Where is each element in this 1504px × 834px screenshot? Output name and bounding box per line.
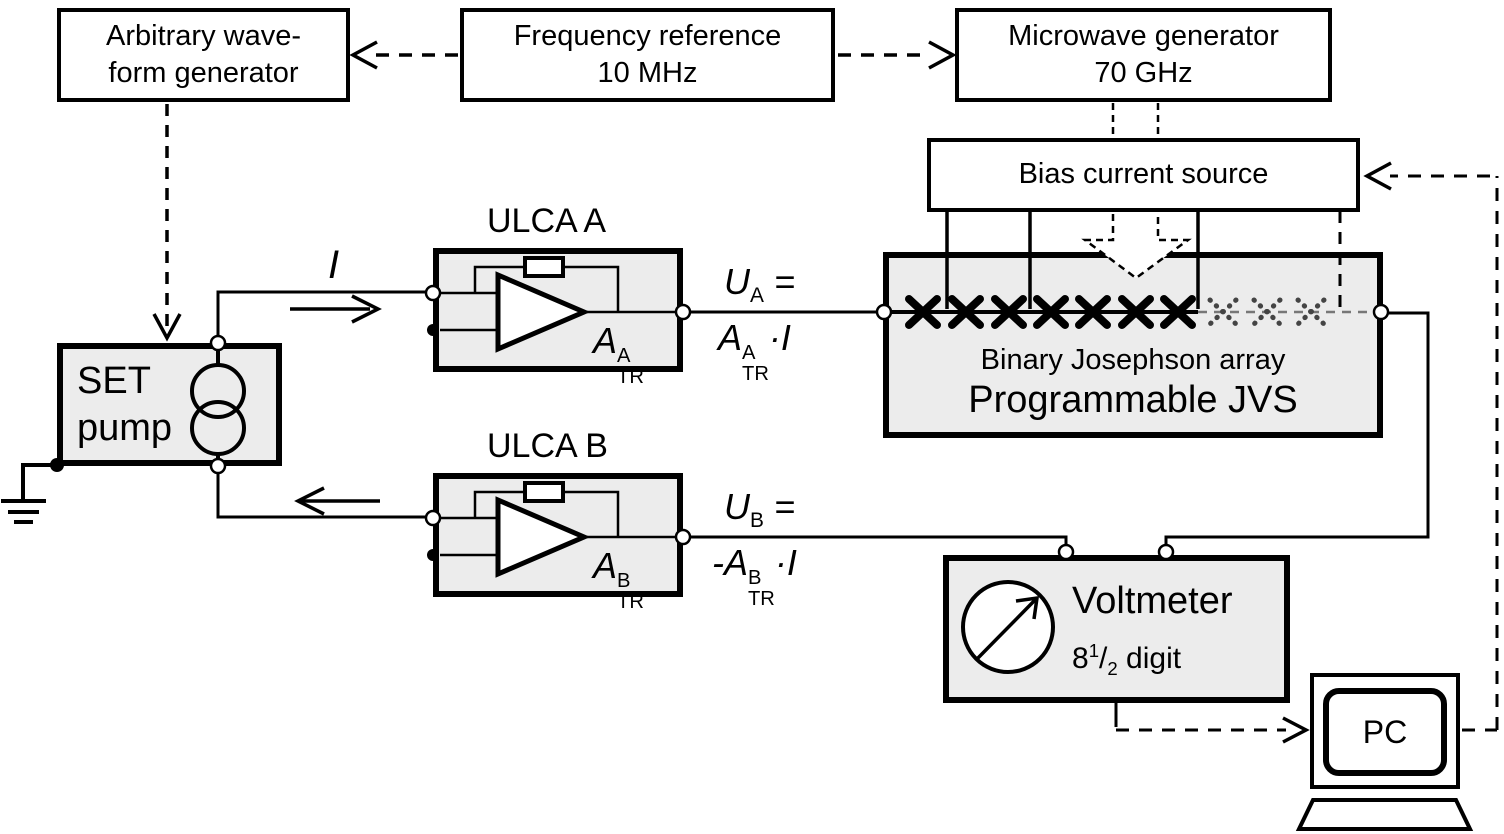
awg-to-setpump-dashed-arrow (152, 104, 182, 342)
jvs-label-line1: Binary Josephson array (980, 343, 1286, 376)
pc-keyboard-base (1295, 798, 1474, 831)
freq-ref-label-line1: Frequency reference (513, 19, 782, 52)
current-arrow-left (294, 486, 380, 516)
awg-label-line2: form generator (108, 57, 299, 89)
voltmeter-to-pc-dashed-arrow (1114, 703, 1310, 744)
voltmeter-title: Voltmeter (1072, 580, 1233, 622)
current-loop-bottom-wire (216, 471, 428, 519)
bias-label: Bias current source (1018, 158, 1269, 191)
microwave-generator-box: Microwave generator 70 GHz (955, 8, 1332, 102)
microwave-label-line2: 70 GHz (1094, 57, 1193, 89)
current-arrow-right (290, 294, 382, 324)
ulca-a-title: ULCA A (487, 202, 607, 240)
ulca-a-box (433, 248, 683, 372)
set-pump-label-line2: pump (77, 406, 173, 449)
jvs-label-line2: Programmable JVS (968, 379, 1298, 421)
josephson-array-box: Binary Josephson array Programmable JVS (883, 252, 1383, 438)
current-loop-top-wire (216, 290, 428, 338)
pc-screen: PC (1323, 688, 1447, 776)
arbitrary-waveform-generator-box: Arbitrary wave- form generator (57, 8, 350, 102)
microwave-label-line1: Microwave generator (1008, 19, 1279, 52)
voltmeter-digits-label: 81/2 digit (1072, 640, 1182, 679)
ua-equation-lhs: UA = (724, 261, 795, 308)
ulca-b-box (433, 473, 683, 597)
current-label: I (328, 243, 340, 287)
awg-label-line1: Arbitrary wave- (106, 19, 301, 52)
ground-icon (1, 458, 64, 524)
bias-current-source-box: Bias current source (927, 138, 1360, 212)
frequency-reference-box: Frequency reference 10 MHz (460, 8, 835, 102)
ulca-b-title: ULCA B (487, 427, 608, 465)
pc-to-bias-feedback-dashed (1363, 161, 1499, 732)
freq-to-awg-dashed-arrow (349, 40, 458, 70)
freq-to-microwave-dashed-arrow (838, 40, 957, 70)
set-pump-label-line1: SET (77, 360, 151, 403)
pc-label: PC (1362, 713, 1408, 750)
ub-equation-lhs: UB = (724, 486, 795, 533)
freq-ref-label-line2: 10 MHz (597, 57, 698, 89)
microwave-to-bias-dashed-lines (1111, 103, 1160, 137)
set-pump-box: SET pump (57, 343, 282, 466)
voltmeter-box (943, 555, 1290, 703)
